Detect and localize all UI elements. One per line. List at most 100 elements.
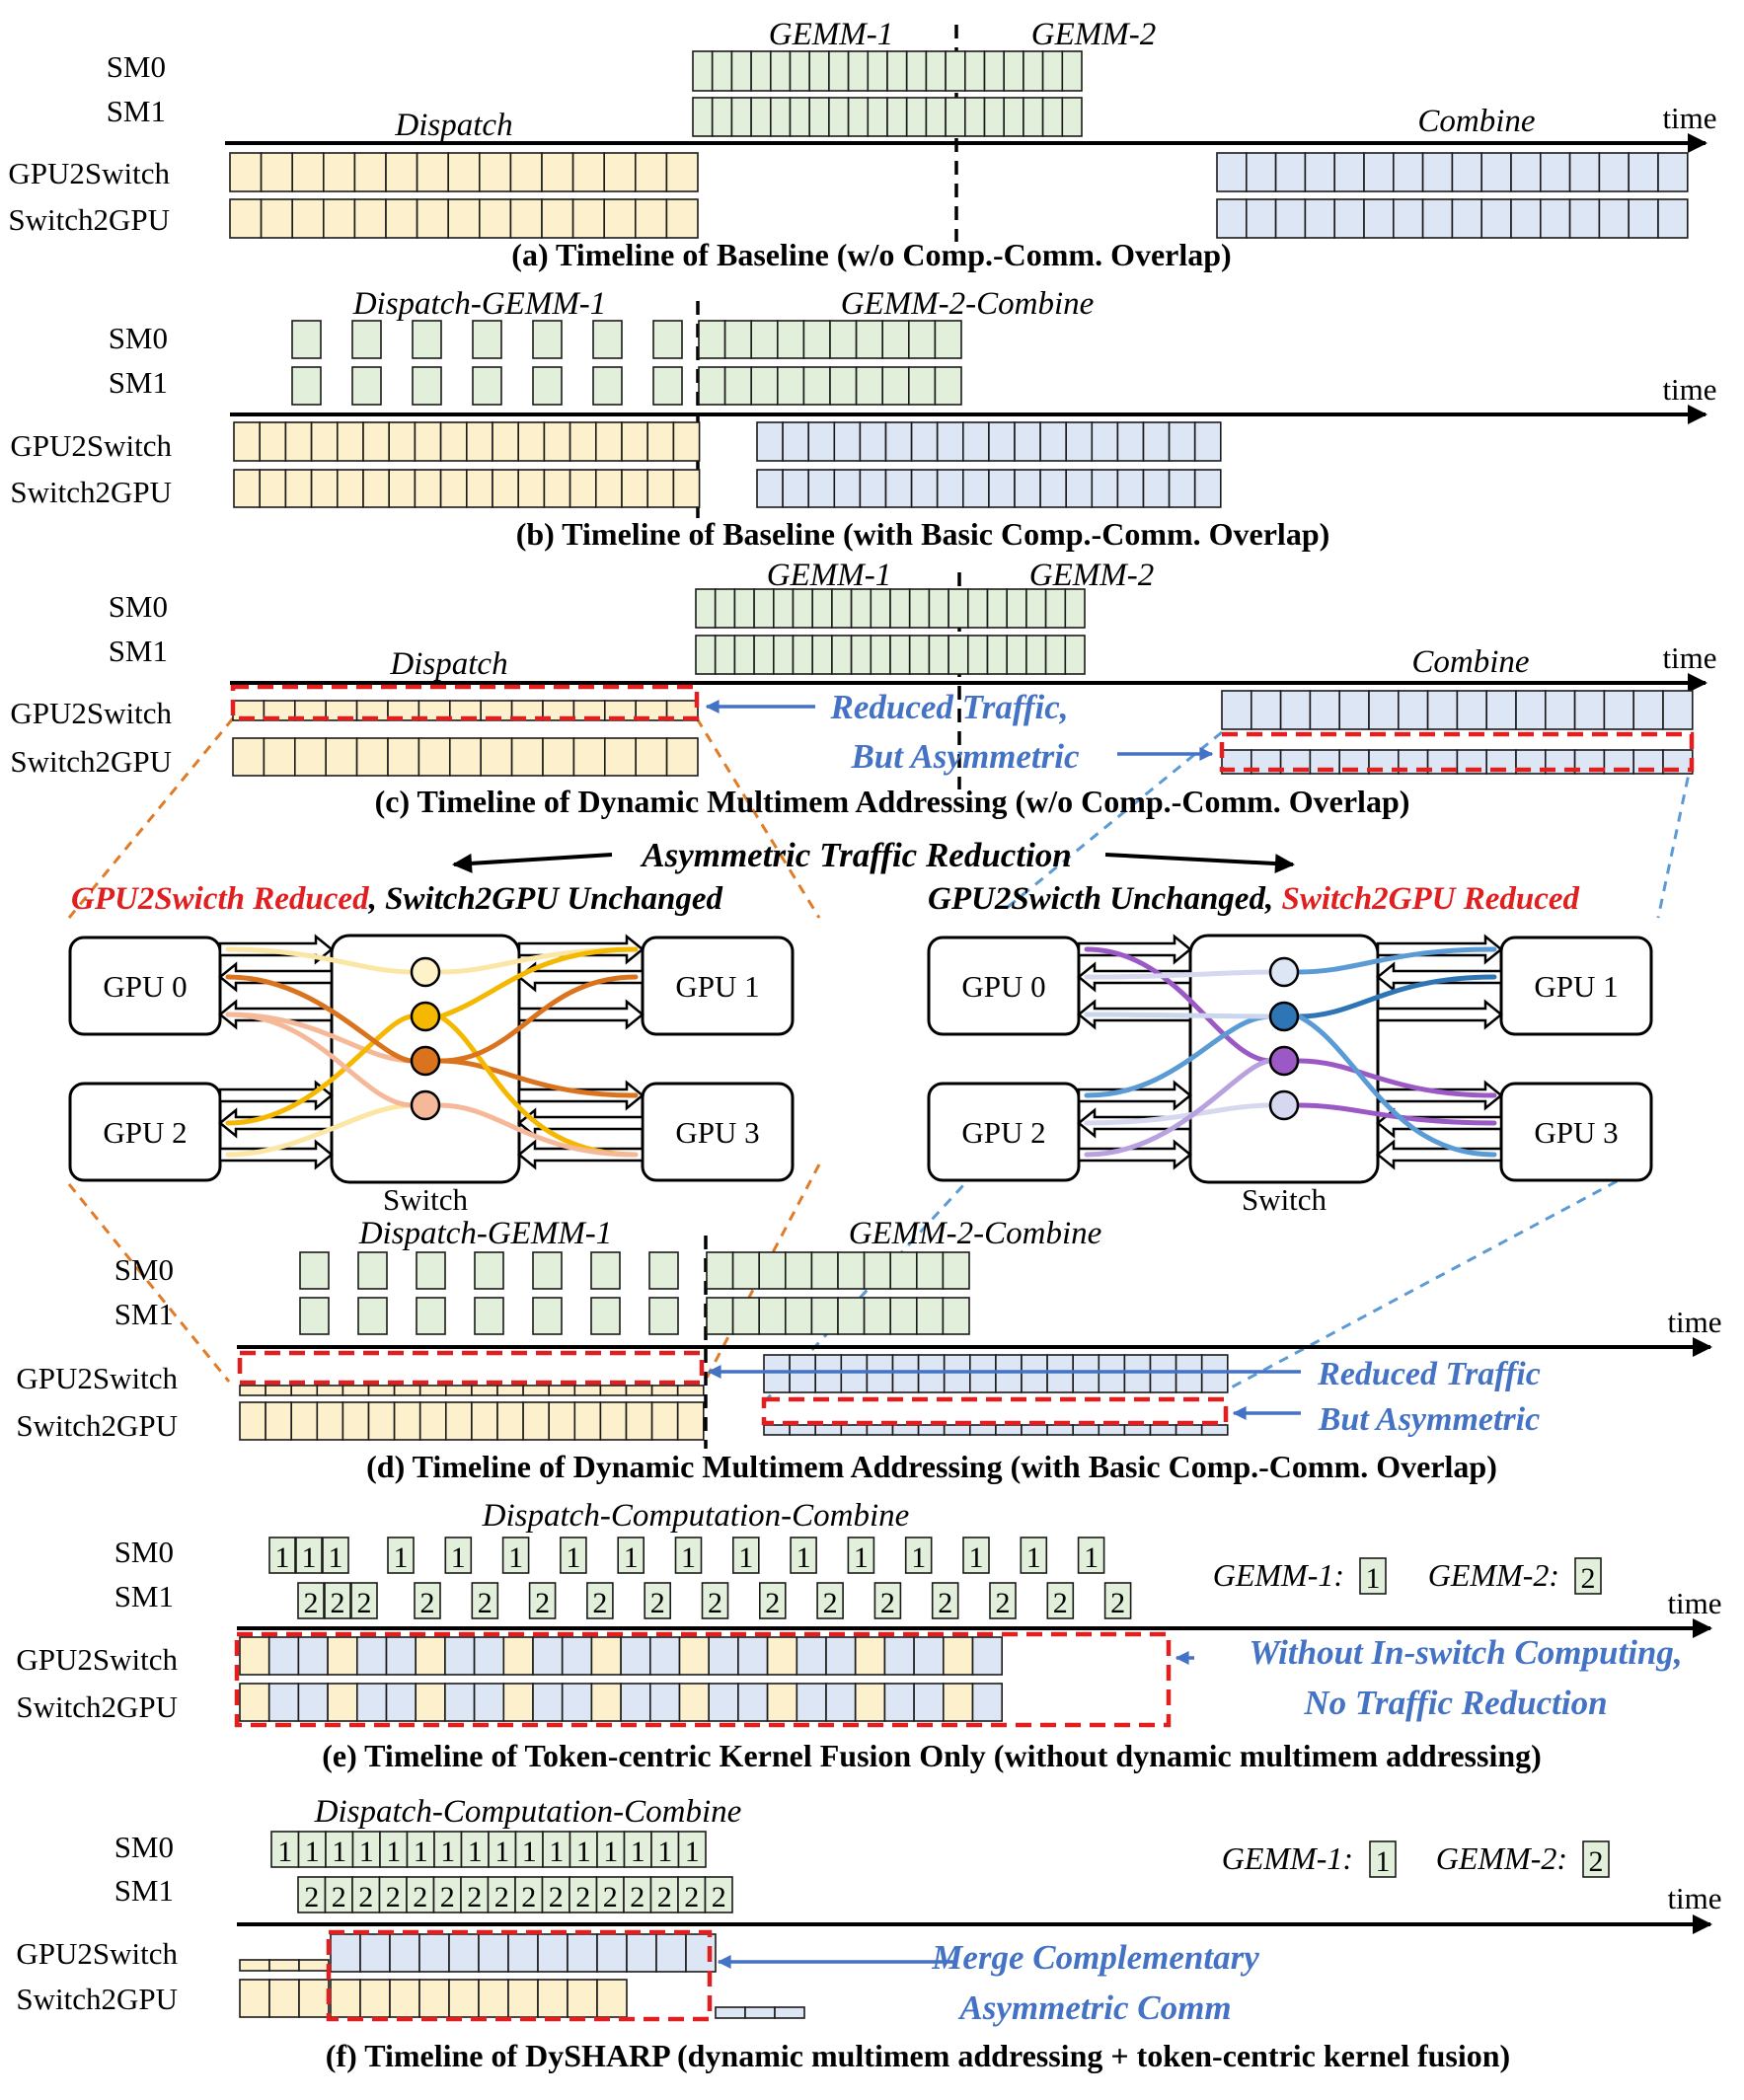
dispatch-cell [418, 1979, 450, 2018]
combine-cell [1216, 198, 1248, 239]
gpu-1-label: GPU 1 [1534, 969, 1618, 1004]
combine-cell [537, 1933, 569, 1973]
gemm-cell [1023, 50, 1044, 92]
combine-cell [807, 469, 836, 508]
comm-cell [796, 1636, 827, 1676]
gemm2-token-cell [351, 1876, 381, 1913]
combine-cell [1014, 421, 1041, 462]
gemm2-token-cell [1046, 1582, 1075, 1619]
combine-cell [763, 1354, 791, 1393]
phase-label-fused: Dispatch-Computation-Combine [482, 1498, 910, 1534]
gemm2-token-cell [623, 1876, 652, 1913]
gemm-cell [784, 1297, 813, 1335]
combine-cell [596, 1933, 628, 1973]
phase-label-dispatch: Dispatch [389, 646, 507, 682]
dispatch-cell [634, 152, 668, 192]
gemm-cell [925, 50, 947, 92]
gemm-cell [867, 50, 888, 92]
legend-gemm1-cell [1359, 1557, 1387, 1595]
gemm-cell [810, 1251, 839, 1290]
gemm2-token-cell [931, 1582, 959, 1619]
gemm-cell [1044, 588, 1067, 629]
combine-cell [448, 1933, 480, 1973]
gemm2-token-label: 2 [304, 1881, 319, 1913]
combine-cell [968, 1354, 997, 1393]
gemm-cell [837, 1297, 866, 1335]
combine-cell-reduced [1149, 1424, 1177, 1436]
legend-gemm2-token: 2 [1581, 1562, 1596, 1595]
comm-cell [766, 1636, 798, 1676]
comm-cell [825, 1683, 857, 1722]
combine-cell [1573, 690, 1606, 730]
row-label-sm0: SM0 [114, 1535, 174, 1569]
gemm-cell [802, 320, 831, 359]
gemm1-token-label: 1 [854, 1541, 869, 1574]
gemm1-token-label: 1 [394, 1541, 409, 1574]
combine-cell [1510, 152, 1542, 192]
combine-cell [1662, 690, 1694, 730]
comm-cell [267, 1683, 300, 1722]
comm-cell [678, 1636, 711, 1676]
dispatch-cell [310, 469, 339, 508]
dispatch-cell [362, 469, 391, 508]
comm-cell [678, 1683, 711, 1722]
comm-cell [385, 1636, 417, 1676]
note-without-in-switch: Without In-switch Computing, [1249, 1633, 1682, 1672]
phase-label-dispatch-gemm1: Dispatch-GEMM-1 [358, 1216, 613, 1251]
gemm1-token-label: 1 [440, 1836, 455, 1868]
comm-cell [590, 1636, 622, 1676]
gemm-cell [706, 1297, 734, 1335]
combine-cell [418, 1933, 450, 1973]
dispatch-cell [567, 1979, 598, 2018]
gemm-cell [1025, 635, 1047, 675]
gemm2-token-label: 2 [603, 1881, 618, 1913]
dispatch-cell-reduced [265, 1385, 293, 1396]
dispatch-cell [594, 469, 623, 508]
gemm-cell [963, 97, 986, 137]
note-reduced-traffic: Reduced Traffic, [829, 688, 1068, 726]
traffic-flow [437, 974, 639, 1064]
gemm-cell [789, 97, 811, 137]
left-diagram-title: GPU2Swicth Reduced, Switch2GPU Unchanged [71, 881, 723, 917]
dispatch-cell [543, 469, 571, 508]
combine-cell [1168, 469, 1196, 508]
gemm2-token-label: 2 [332, 1881, 346, 1913]
reduced-traffic-highlight-combine [761, 1396, 1229, 1426]
gemm-cell [731, 1251, 760, 1290]
dispatch-cell [298, 1979, 330, 2018]
gemm-cell [986, 588, 1009, 629]
dispatch-cell [263, 737, 296, 777]
comm-cell [971, 1636, 1004, 1676]
zoom-guide-blue [1656, 759, 1694, 919]
comm-cell [648, 1636, 681, 1676]
caption-b: (b) Timeline of Baseline (with Basic Com… [516, 516, 1330, 552]
combine-cell [1193, 469, 1222, 508]
gemm-cell [753, 635, 775, 675]
comm-cell [883, 1636, 915, 1676]
dispatch-cell [359, 1979, 391, 2018]
combine-cell [1568, 198, 1601, 239]
legend-gemm2: GEMM-2: [1428, 1557, 1559, 1593]
dispatch-cell [571, 152, 605, 192]
gpu-3-label: GPU 3 [675, 1115, 759, 1150]
comm-cell [267, 1636, 300, 1676]
comm-cell [942, 1683, 974, 1722]
dispatch-cell [322, 198, 356, 239]
combine-cell [891, 1354, 920, 1393]
switch-port-node [1268, 1045, 1300, 1077]
gemm1-token-cell [560, 1537, 587, 1574]
gemm-token-cell [532, 320, 563, 359]
combine-cell-reduced [891, 1424, 920, 1436]
gemm-cell [802, 366, 831, 406]
comm-cell [825, 1636, 857, 1676]
gemm-cell [711, 97, 733, 137]
dispatch-cell [665, 152, 699, 192]
dispatch-cell [330, 1979, 361, 2018]
combine-cell [1657, 198, 1689, 239]
gemm2-token-label: 2 [420, 1587, 435, 1619]
combine-cell [1091, 421, 1119, 462]
combine-cell [1363, 198, 1395, 239]
gemm1-token-label: 1 [911, 1541, 926, 1574]
dispatch-cell [517, 421, 546, 462]
